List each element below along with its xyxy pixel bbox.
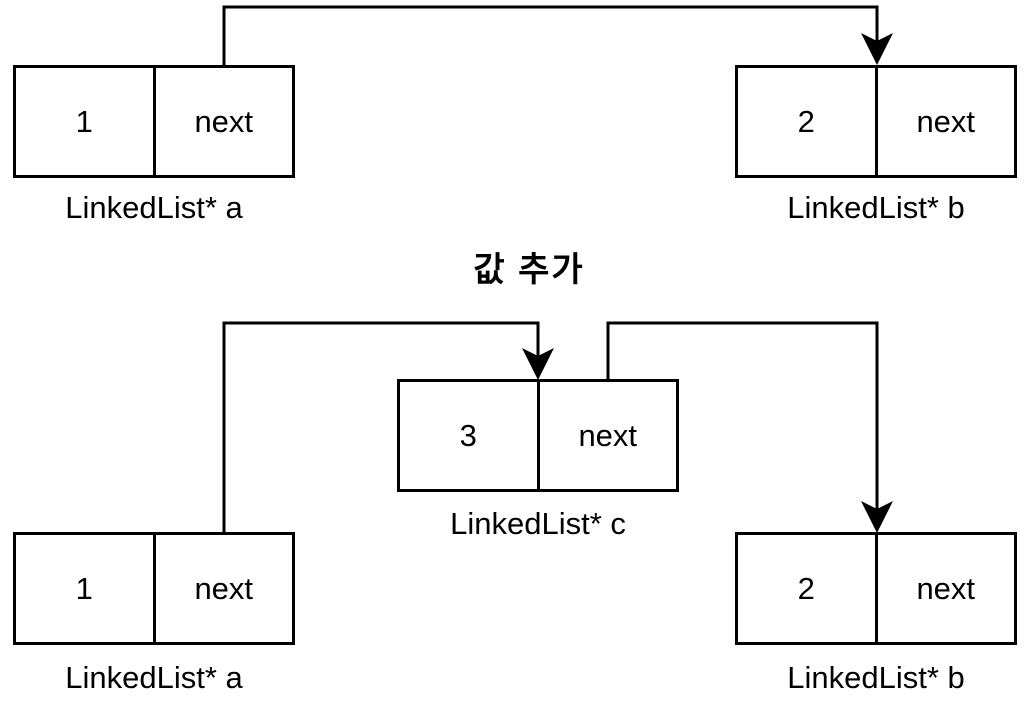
node-value-cell: 3 xyxy=(400,382,540,489)
node-caption-after-a: LinkedList* a xyxy=(65,660,243,695)
node-caption-before-b: LinkedList* b xyxy=(787,190,965,225)
node-next-cell: next xyxy=(916,104,976,139)
pointer-edge-before-a-to-b xyxy=(222,5,893,65)
node-before-a: 1 next xyxy=(13,65,295,178)
arrowhead-icon xyxy=(861,501,893,533)
node-after-a: 1 next xyxy=(13,532,295,645)
node-next-cell: next xyxy=(578,418,638,453)
node-after-b: 2 next xyxy=(735,532,1017,645)
node-next-cell: next xyxy=(194,571,254,606)
node-caption-after-c: LinkedList* c xyxy=(450,506,626,541)
node-after-c: 3 next xyxy=(397,379,679,492)
node-before-b: 2 next xyxy=(735,65,1017,178)
edge-wire xyxy=(222,5,879,65)
node-value-cell: 1 xyxy=(16,535,156,642)
arrowhead-icon xyxy=(522,348,554,380)
arrowhead-icon xyxy=(861,33,893,65)
transition-label: 값 추가 xyxy=(473,251,585,289)
node-next-cell: next xyxy=(916,571,976,606)
node-next-cell: next xyxy=(194,104,254,139)
node-caption-after-b: LinkedList* b xyxy=(787,660,965,695)
node-value-cell: 1 xyxy=(16,68,156,175)
node-value-cell: 2 xyxy=(738,535,878,642)
node-caption-before-a: LinkedList* a xyxy=(65,190,243,225)
node-value-cell: 2 xyxy=(738,68,878,175)
